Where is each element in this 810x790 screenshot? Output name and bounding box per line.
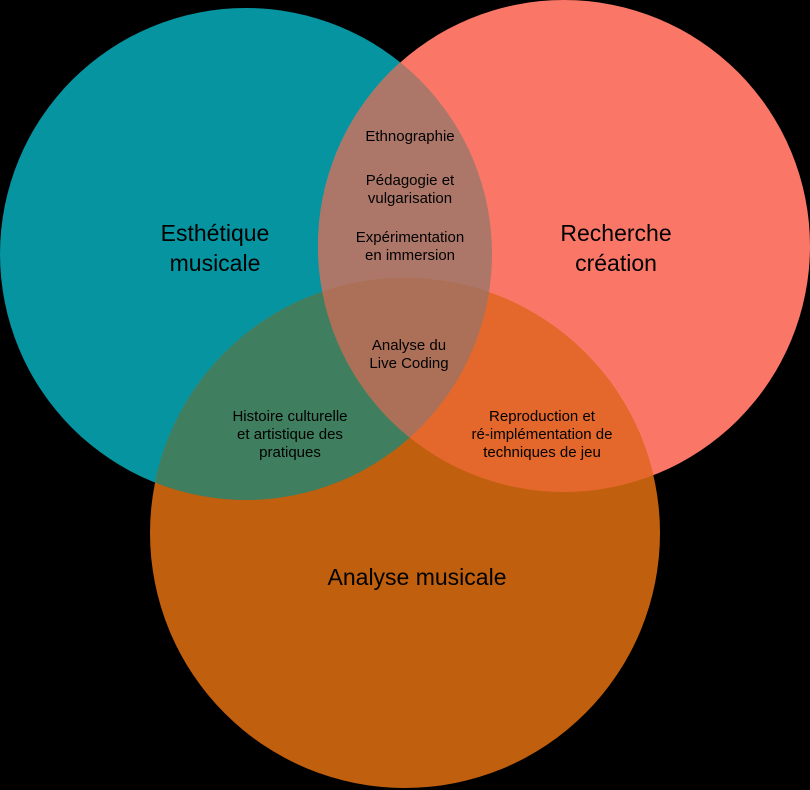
label-line: Expérimentation bbox=[355, 229, 465, 246]
label-line: Recherche bbox=[560, 220, 672, 246]
label-line: Analyse musicale bbox=[327, 564, 507, 590]
overlap-esthetique-analyse-region bbox=[150, 278, 492, 500]
label-esthetique-musicale: Esthétique musicale bbox=[161, 218, 270, 278]
label-line: pratiques bbox=[259, 444, 321, 461]
label-line: vulgarisation bbox=[367, 190, 453, 207]
label-line: Analyse du bbox=[371, 337, 447, 354]
label-analyse-live-coding: Analyse du Live Coding bbox=[369, 337, 448, 373]
label-line: en immersion bbox=[364, 247, 456, 264]
label-line: Esthétique bbox=[160, 220, 270, 246]
label-reproduction-techniques: Reproduction et ré-implémentation de tec… bbox=[472, 408, 613, 462]
label-line: Pédagogie et bbox=[365, 172, 455, 189]
label-line: Live Coding bbox=[369, 355, 449, 372]
overlap-recherche-analyse-region bbox=[318, 278, 660, 492]
label-line: création bbox=[575, 250, 657, 276]
label-line: ré-implémentation de bbox=[471, 426, 613, 443]
label-recherche-creation: Recherche création bbox=[560, 218, 671, 278]
label-line: musicale bbox=[169, 250, 261, 276]
label-line: Histoire culturelle bbox=[232, 408, 348, 425]
label-line: Ethnographie bbox=[365, 128, 455, 145]
label-line: techniques de jeu bbox=[483, 444, 601, 461]
label-line: Reproduction et bbox=[489, 408, 595, 425]
label-analyse-musicale: Analyse musicale bbox=[328, 562, 507, 592]
label-ethnographie: Ethnographie bbox=[365, 128, 454, 146]
label-experimentation-immersion: Expérimentation en immersion bbox=[356, 229, 464, 265]
label-line: et artistique des bbox=[237, 426, 343, 443]
label-pedagogie-vulgarisation: Pédagogie et vulgarisation bbox=[366, 172, 454, 208]
label-histoire-culturelle: Histoire culturelle et artistique des pr… bbox=[232, 408, 347, 462]
